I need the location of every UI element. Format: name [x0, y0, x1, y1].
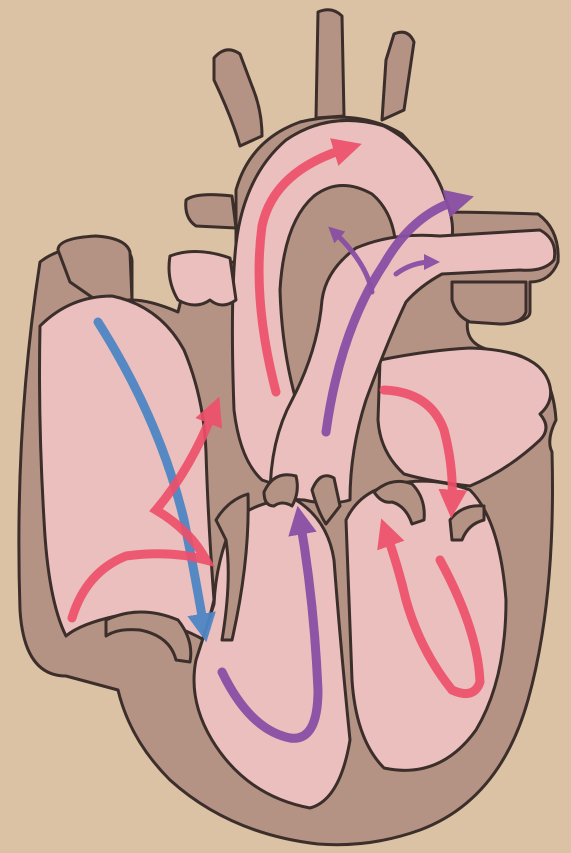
pulmonary-vein-stub	[452, 282, 526, 324]
pulmonary-artery-left-branch	[186, 195, 236, 228]
right-atrium-appendage	[169, 251, 236, 305]
aortic-branch-middle	[316, 10, 344, 118]
